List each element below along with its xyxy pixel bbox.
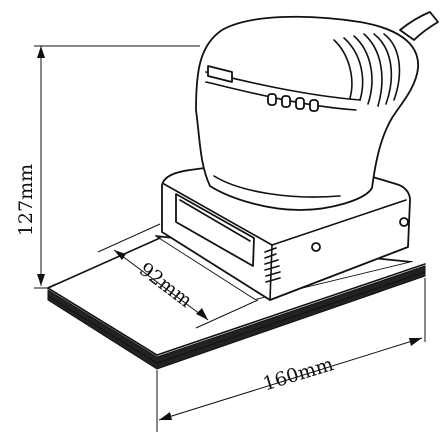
power-switch[interactable]	[207, 65, 233, 83]
dial-mark	[267, 93, 277, 106]
height-dimension	[34, 45, 200, 289]
screw-icon	[311, 242, 321, 252]
power-cord	[399, 11, 439, 41]
screw-icon	[399, 217, 409, 227]
sanding-pad	[47, 265, 426, 370]
motor-grip	[195, 11, 439, 211]
dial-mark	[309, 99, 319, 112]
front-vent	[175, 193, 255, 267]
length-label: 160mm	[260, 353, 336, 395]
width-dimension	[97, 223, 259, 329]
length-dimension	[156, 278, 426, 432]
height-label: 127mm	[15, 164, 37, 236]
dial-mark	[295, 97, 305, 110]
grip-body	[195, 15, 419, 211]
dial-mark	[281, 95, 291, 108]
